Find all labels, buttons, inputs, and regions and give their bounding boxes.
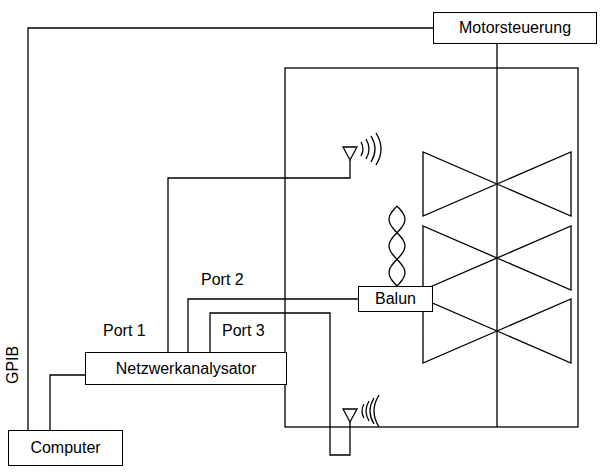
cable — [28, 28, 433, 430]
rotation-shaft — [496, 44, 497, 427]
transmit-antenna — [343, 147, 357, 160]
bus-label: GPIB — [4, 345, 22, 385]
motor-controller-box: Motorsteuerung — [433, 12, 597, 44]
cable — [188, 299, 358, 352]
receive-waves — [362, 395, 379, 427]
bowtie-antenna-array — [423, 152, 571, 363]
balun-box: Balun — [358, 286, 433, 312]
receive-antenna — [343, 409, 357, 422]
transmit-waves — [361, 133, 381, 165]
node-text: Motorsteuerung — [459, 19, 571, 37]
port-label: Port 1 — [102, 322, 147, 340]
twisted-wire — [389, 206, 405, 286]
twisted-wire — [389, 206, 405, 286]
network-analyzer-box: Netzwerkanalysator — [85, 352, 287, 385]
computer-box: Computer — [8, 430, 123, 466]
node-text: Balun — [375, 290, 416, 308]
twisted-pair-antenna — [389, 206, 405, 286]
node-text: Netzwerkanalysator — [116, 360, 257, 378]
port1-cable — [168, 160, 350, 352]
anechoic-chamber — [285, 68, 578, 427]
node-text: Computer — [30, 439, 100, 457]
port-label: Port 2 — [200, 271, 245, 289]
port-label: Port 3 — [221, 322, 266, 340]
cable — [50, 375, 85, 430]
